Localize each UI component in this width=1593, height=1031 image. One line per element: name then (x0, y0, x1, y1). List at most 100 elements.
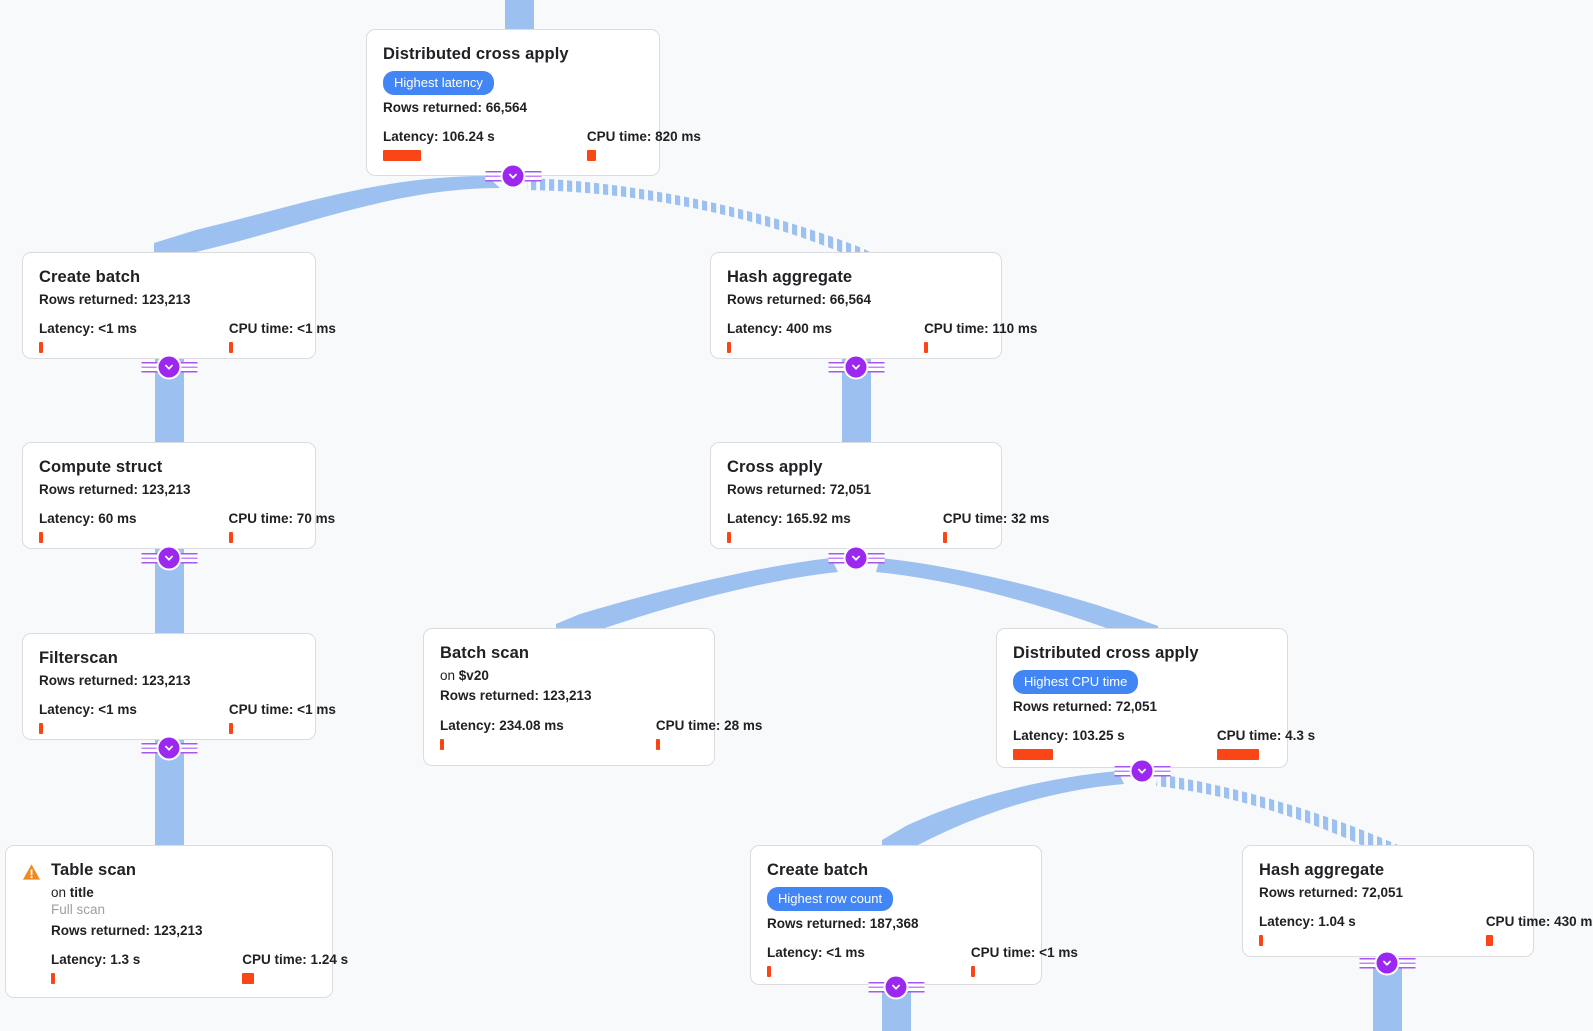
collapse-toggle-collapser-root[interactable] (485, 165, 541, 187)
latency-label: Latency: <1 ms (767, 945, 865, 961)
node-badge: Highest row count (767, 886, 894, 911)
cpu-metric: CPU time: 32 ms (942, 511, 1049, 544)
latency-label: Latency: <1 ms (39, 702, 137, 718)
cpu-bar (1216, 749, 1259, 761)
collapse-toggle-collapser-filterscan[interactable] (141, 737, 197, 759)
node-metrics: Latency: <1 ms CPU time: <1 ms (767, 945, 1078, 978)
node-metrics: Latency: <1 ms CPU time: <1 ms (39, 321, 336, 354)
collapse-toggle-collapser-hash-top[interactable] (828, 356, 884, 378)
node-title: Compute struct (39, 458, 163, 476)
cpu-label: CPU time: 28 ms (655, 717, 763, 733)
node-rows-returned: Rows returned: 123,213 (440, 688, 592, 704)
cpu-label: CPU time: <1 ms (970, 945, 1078, 961)
cpu-metric: CPU time: <1 ms (970, 945, 1078, 978)
chevron-down-icon[interactable] (502, 165, 524, 187)
cpu-metric: CPU time: 820 ms (586, 129, 701, 162)
latency-label: Latency: 106.24 s (383, 129, 495, 145)
node-metrics: Latency: 106.24 s CPU time: 820 ms (383, 129, 701, 162)
node-target: on $v20 (440, 667, 698, 685)
cpu-label: CPU time: 70 ms (228, 511, 336, 527)
latency-metric: Latency: 400 ms (727, 321, 832, 354)
latency-label: Latency: 1.3 s (51, 952, 141, 968)
node-title: Batch scan (440, 644, 530, 662)
collapse-toggle-collapser-create-batch[interactable] (141, 356, 197, 378)
collapse-toggle-collapser-dca2[interactable] (1114, 760, 1170, 782)
node-rows-returned: Rows returned: 123,213 (39, 672, 191, 688)
node-metrics: Latency: 1.3 s CPU time: 1.24 s (51, 952, 348, 985)
collapse-toggle-collapser-cross-apply[interactable] (828, 547, 884, 569)
latency-metric: Latency: 1.04 s (1259, 914, 1356, 947)
chevron-down-icon[interactable] (1376, 952, 1398, 974)
cpu-bar (970, 966, 975, 978)
node-title: Hash aggregate (727, 268, 853, 286)
latency-metric: Latency: 234.08 ms (440, 718, 564, 750)
node-rows-returned: Rows returned: 123,213 (39, 291, 191, 307)
node-badge: Highest latency (383, 70, 494, 95)
latency-label: Latency: 165.92 ms (727, 511, 851, 527)
latency-metric: Latency: 165.92 ms (727, 511, 851, 544)
node-title: Table scan (51, 861, 137, 879)
chevron-down-icon[interactable] (158, 547, 180, 569)
node-rows-returned: Rows returned: 72,051 (727, 481, 872, 497)
cpu-bar (942, 532, 947, 544)
collapse-toggle-collapser-create-bot[interactable] (868, 976, 924, 998)
node-metrics: Latency: 234.08 ms CPU time: 28 ms (440, 718, 762, 750)
cpu-metric: CPU time: <1 ms (228, 702, 336, 735)
node-title: Distributed cross apply (1013, 644, 1199, 662)
node-metrics: Latency: 60 ms CPU time: 70 ms (39, 511, 335, 544)
latency-metric: Latency: 106.24 s (383, 129, 495, 162)
cpu-label: CPU time: <1 ms (228, 321, 336, 337)
latency-bar (727, 532, 731, 544)
node-rows-returned: Rows returned: 72,051 (1013, 698, 1158, 714)
node-rows-returned: Rows returned: 123,213 (39, 481, 191, 497)
latency-bar (39, 723, 43, 735)
latency-metric: Latency: <1 ms (767, 945, 865, 978)
latency-label: Latency: 234.08 ms (440, 717, 564, 733)
chevron-down-icon[interactable] (885, 976, 907, 998)
latency-label: Latency: 60 ms (39, 511, 137, 527)
node-rows-returned: Rows returned: 66,564 (727, 291, 872, 307)
cpu-metric: CPU time: 430 ms (1485, 914, 1593, 947)
node-rows-returned: Rows returned: 66,564 (383, 99, 528, 115)
latency-metric: Latency: <1 ms (39, 321, 137, 354)
chevron-down-icon[interactable] (158, 737, 180, 759)
cpu-label: CPU time: 1.24 s (242, 952, 349, 968)
latency-bar (39, 532, 43, 544)
cpu-bar (242, 973, 255, 985)
node-metrics: Latency: 165.92 ms CPU time: 32 ms (727, 511, 1049, 544)
node-badge: Highest CPU time (1013, 669, 1139, 694)
cpu-bar (1485, 935, 1493, 947)
chevron-down-icon[interactable] (845, 356, 867, 378)
collapse-toggle-collapser-hash-bot[interactable] (1359, 952, 1415, 974)
latency-bar (1013, 749, 1053, 761)
latency-metric: Latency: 60 ms (39, 511, 137, 544)
node-title: Filterscan (39, 649, 118, 667)
cpu-bar (655, 738, 660, 750)
chevron-down-icon[interactable] (158, 356, 180, 378)
node-metrics: Latency: 1.04 s CPU time: 430 ms (1259, 914, 1593, 947)
chevron-down-icon[interactable] (1131, 760, 1153, 782)
cpu-label: CPU time: 4.3 s (1216, 728, 1316, 744)
cpu-metric: CPU time: 4.3 s (1216, 728, 1316, 761)
cpu-label: CPU time: 430 ms (1485, 914, 1593, 930)
chevron-down-icon[interactable] (845, 547, 867, 569)
node-title: Hash aggregate (1259, 861, 1385, 879)
cpu-metric: CPU time: 28 ms (655, 717, 763, 750)
latency-bar (767, 966, 771, 978)
latency-metric: Latency: <1 ms (39, 702, 137, 735)
cpu-bar (228, 342, 233, 354)
collapse-toggle-collapser-compute[interactable] (141, 547, 197, 569)
